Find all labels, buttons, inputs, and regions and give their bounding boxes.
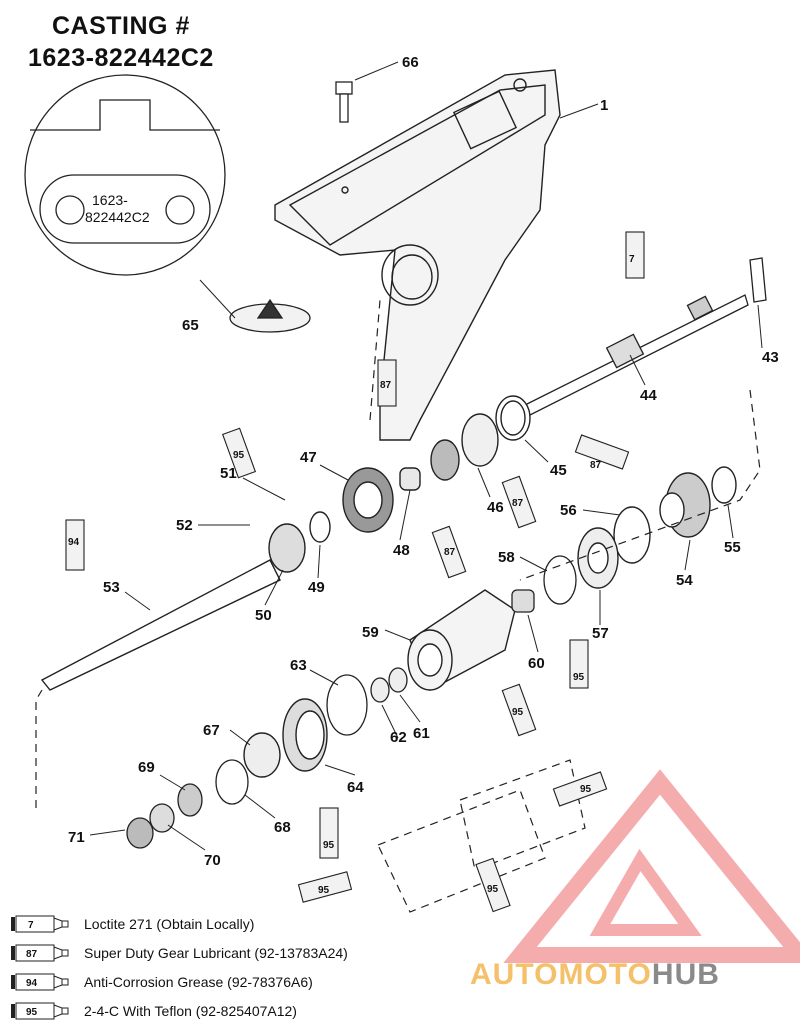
callout-52: 52 xyxy=(176,517,193,534)
legend-code: 95 xyxy=(26,1007,38,1018)
callout-67: 67 xyxy=(203,722,220,739)
casting-title: CASTING # xyxy=(52,12,190,40)
callout-45: 45 xyxy=(550,462,567,479)
callout-69: 69 xyxy=(138,759,155,776)
callout-49: 49 xyxy=(308,579,325,596)
reverse-gear-64 xyxy=(282,698,328,772)
bearing-69 xyxy=(177,783,203,817)
tube-icon: 87 xyxy=(11,944,69,962)
drive-shaft-53 xyxy=(40,559,281,691)
legend-text: Super Duty Gear Lubricant (92-13783A24) xyxy=(84,945,348,961)
tube-label-95f: 95 xyxy=(318,885,330,896)
oring-58 xyxy=(543,555,577,605)
bearing-cup-46 xyxy=(430,413,499,481)
callout-65: 65 xyxy=(182,317,199,334)
legend-text: 2-4-C With Teflon (92-825407A12) xyxy=(84,1003,297,1019)
callout-60: 60 xyxy=(528,655,545,672)
tube-label-95g: 95 xyxy=(487,884,499,895)
shift-shaft-44 xyxy=(524,257,767,416)
callout-70: 70 xyxy=(204,852,221,869)
legend-text: Loctite 271 (Obtain Locally) xyxy=(84,916,255,932)
leader-lines xyxy=(89,61,763,851)
thrust-hub-67 xyxy=(243,732,281,778)
tube-label-87b: 87 xyxy=(590,460,602,471)
legend-row-7: 7 Loctite 271 (Obtain Locally) xyxy=(10,913,254,935)
tube-label-95c: 95 xyxy=(512,707,524,718)
bolt-66 xyxy=(335,81,353,123)
tube-label-95e: 95 xyxy=(580,784,592,795)
seal-61 xyxy=(370,667,408,703)
gear-housing xyxy=(274,69,561,441)
forward-gear-54 xyxy=(659,472,711,538)
detail-boxes xyxy=(35,299,761,913)
legend-row-87: 87 Super Duty Gear Lubricant (92-13783A2… xyxy=(10,942,348,964)
legend-code: 7 xyxy=(28,920,34,931)
tab-washer-68 xyxy=(215,759,249,805)
callout-62: 62 xyxy=(390,729,407,746)
pinion-gear-47 xyxy=(342,467,394,533)
grease-tubes xyxy=(65,231,645,913)
callout-68: 68 xyxy=(274,819,291,836)
callout-1: 1 xyxy=(600,97,608,114)
inset-number-1: 1623- xyxy=(92,192,128,208)
callout-43: 43 xyxy=(762,349,779,366)
callout-57: 57 xyxy=(592,625,609,642)
callout-55: 55 xyxy=(724,539,741,556)
callout-48: 48 xyxy=(393,542,410,559)
watermark-part2: HUB xyxy=(651,958,720,991)
callout-66: 66 xyxy=(402,54,419,71)
callout-53: 53 xyxy=(103,579,120,596)
anodic-plate-65 xyxy=(229,298,311,333)
tube-label-7: 7 xyxy=(629,254,635,265)
bearing-57 xyxy=(577,527,619,589)
watermark-text: AUTOMOTOHUB xyxy=(470,958,720,992)
callout-50: 50 xyxy=(255,607,272,624)
callout-46: 46 xyxy=(487,499,504,516)
callout-44: 44 xyxy=(640,387,657,404)
callout-71: 71 xyxy=(68,829,85,846)
inset-number-2: 822442C2 xyxy=(85,209,150,225)
legend-code: 87 xyxy=(26,949,38,960)
tube-label-95: 95 xyxy=(233,450,245,461)
tube-icon: 94 xyxy=(11,973,69,991)
callout-58: 58 xyxy=(498,549,515,566)
callout-64: 64 xyxy=(347,779,364,796)
casting-number: 1623-822442C2 xyxy=(28,44,214,72)
tube-label-87: 87 xyxy=(380,380,392,391)
callout-54: 54 xyxy=(676,572,693,589)
bearing-48 xyxy=(399,467,421,491)
watermark-part1: AUTOMOTO xyxy=(470,958,652,991)
clutch-50 xyxy=(268,523,306,573)
legend-row-94: 94 Anti-Corrosion Grease (92-78376A6) xyxy=(10,971,313,993)
washer-70 xyxy=(149,803,175,833)
retainer-63 xyxy=(326,674,368,736)
washer-49 xyxy=(309,511,331,543)
callout-59: 59 xyxy=(362,624,379,641)
tube-label-87c: 87 xyxy=(512,498,524,509)
bearing-carrier-59 xyxy=(407,589,516,691)
tube-label-95d: 95 xyxy=(323,840,335,851)
bearing-race-45 xyxy=(495,395,531,441)
callout-47: 47 xyxy=(300,449,317,466)
tube-icon: 7 xyxy=(11,915,69,933)
seal-55 xyxy=(711,466,737,504)
watermark-logo xyxy=(503,769,800,963)
callout-61: 61 xyxy=(413,725,430,742)
callout-51: 51 xyxy=(220,465,237,482)
legend-code: 94 xyxy=(26,978,38,989)
nut-71 xyxy=(126,817,154,849)
casting-inset: 1623- 822442C2 xyxy=(24,74,226,276)
tube-label-87d: 87 xyxy=(444,547,456,558)
washer-56 xyxy=(613,506,651,564)
tube-icon: 95 xyxy=(11,1002,69,1020)
legend-row-95: 95 2-4-C With Teflon (92-825407A12) xyxy=(10,1000,297,1022)
bearing-60 xyxy=(511,589,535,613)
tube-label-95b: 95 xyxy=(573,672,585,683)
legend-text: Anti-Corrosion Grease (92-78376A6) xyxy=(84,974,313,990)
callout-63: 63 xyxy=(290,657,307,674)
tube-label-94: 94 xyxy=(68,537,80,548)
callout-56: 56 xyxy=(560,502,577,519)
